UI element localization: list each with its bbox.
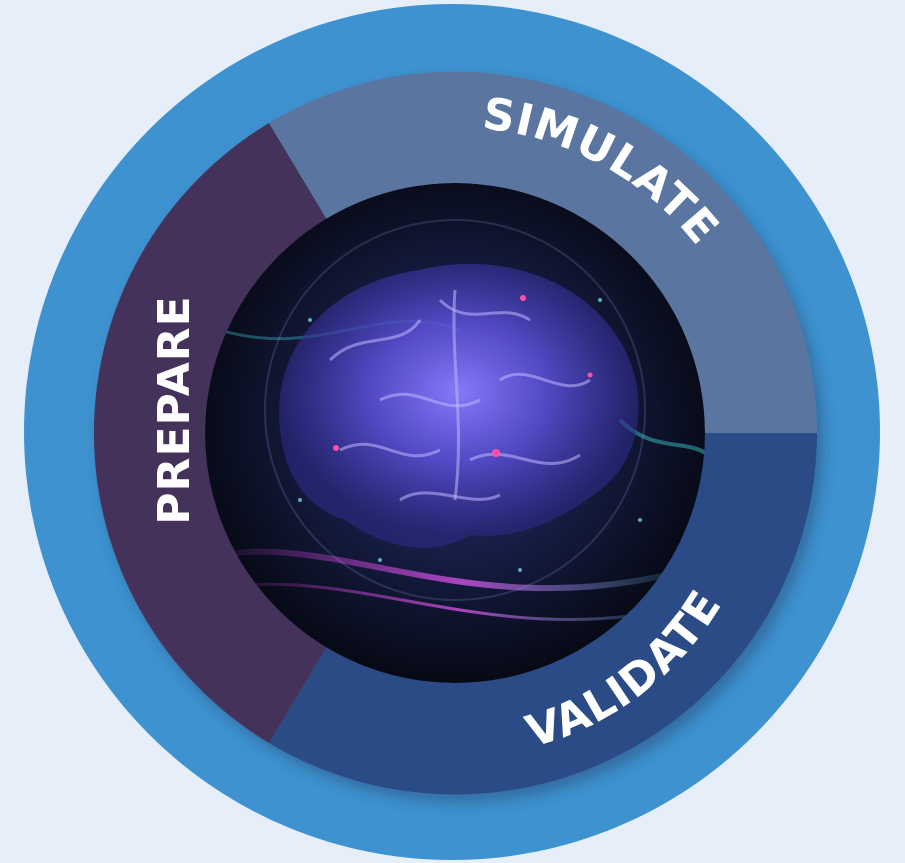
brain-illustration <box>205 183 705 683</box>
label-prepare: PREPARE <box>149 295 200 524</box>
